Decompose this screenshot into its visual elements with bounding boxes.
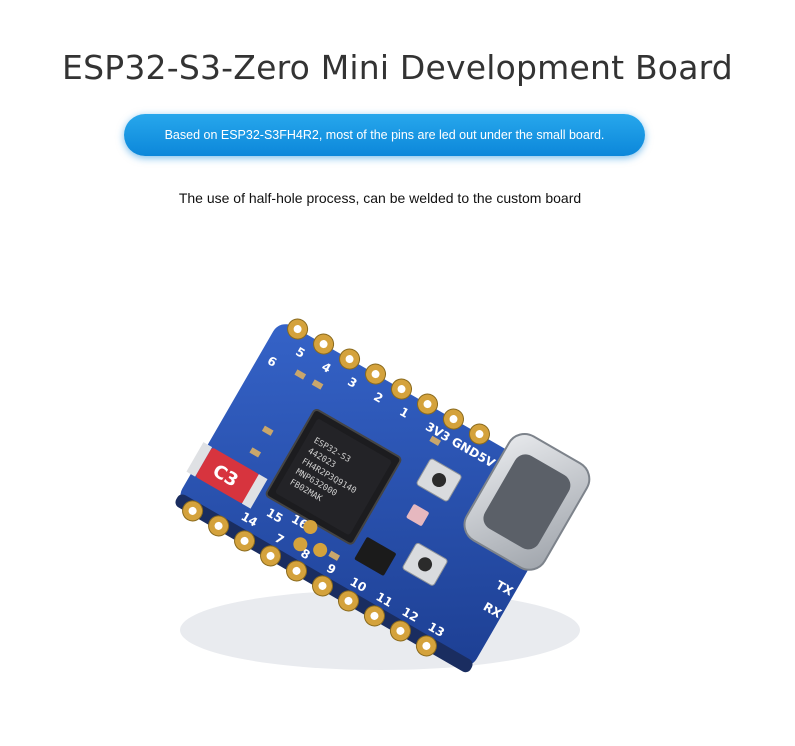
highlight-banner: Based on ESP32-S3FH4R2, most of the pins…: [124, 114, 645, 156]
board-photo: ESP32-S3 442023 FH4R2P3Q9140 MNP632000 F…: [175, 318, 591, 673]
rgb-led: [406, 504, 429, 526]
antenna-badge: [196, 448, 259, 503]
usb-c-port: [483, 454, 571, 550]
regulator-chip: [354, 537, 396, 576]
highlight-text: Based on ESP32-S3FH4R2, most of the pins…: [164, 128, 605, 142]
page-title: ESP32-S3-Zero Mini Development Board: [62, 48, 733, 87]
subtitle: The use of half-hole process, can be wel…: [178, 190, 582, 206]
